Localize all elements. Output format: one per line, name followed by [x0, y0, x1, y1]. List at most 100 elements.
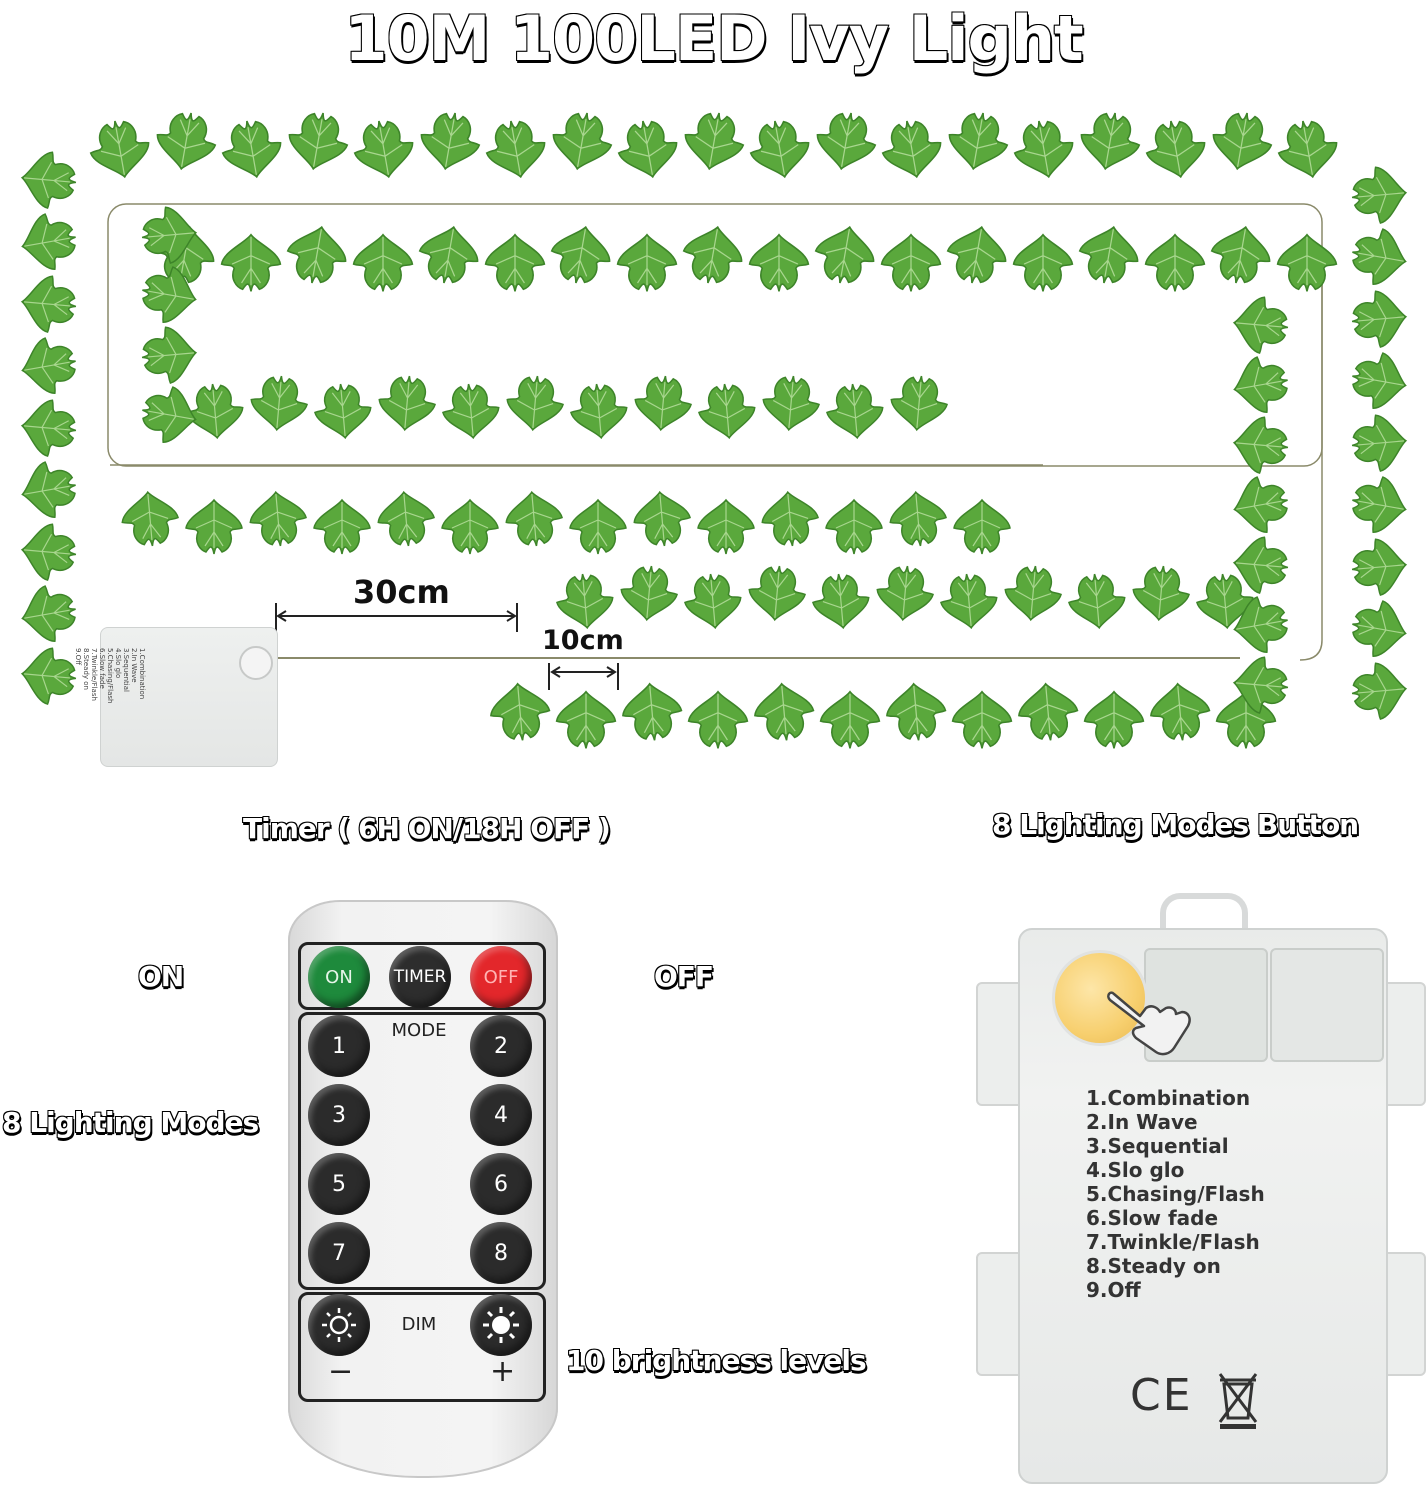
mode-item: 5.Chasing/Flash: [1086, 1182, 1265, 1206]
battery-box: 1.Combination 2.In Wave 3.Sequential 4.S…: [1018, 928, 1388, 1484]
dim-panel: [298, 1292, 546, 1402]
ivy-leaf: [1228, 351, 1294, 418]
ivy-leaf: [618, 562, 681, 624]
battery-box-compartment: [1270, 948, 1384, 1062]
mode-button[interactable]: [1052, 950, 1148, 1046]
weee-bin-icon: [1218, 1373, 1258, 1429]
ivy-leaf: [943, 107, 1013, 175]
mode-item: 7.Twinkle/Flash: [1086, 1230, 1260, 1254]
ivy-leaf: [119, 488, 182, 550]
mode-6-button[interactable]: 6: [470, 1153, 532, 1215]
ivy-leaf: [679, 107, 749, 175]
ivy-leaf: [759, 488, 822, 550]
ivy-leaf: [748, 233, 810, 293]
ivy-leaf: [1276, 233, 1338, 293]
ivy-leaf: [1206, 221, 1276, 289]
battery-box-clip-right-top: [1382, 982, 1426, 1106]
remote-control: ON TIMER OFF MODE 1 2 3 4 5 6 7 8 DIM − …: [288, 900, 558, 1478]
ivy-leaf: [1228, 471, 1294, 538]
timer-button[interactable]: TIMER: [389, 946, 451, 1008]
ivy-leaf: [283, 107, 353, 175]
ivy-leaf: [823, 380, 886, 442]
ivy-leaf: [547, 107, 617, 175]
ivy-leaf: [678, 221, 748, 289]
ivy-leaf: [1147, 680, 1213, 744]
ivy-leaf: [874, 562, 937, 624]
sun-dim-icon: [322, 1308, 356, 1342]
mode-item: 6.Slow fade: [1086, 1206, 1219, 1230]
ivy-leaf: [16, 332, 82, 399]
off-button[interactable]: OFF: [470, 946, 532, 1008]
ivy-leaf: [553, 570, 616, 632]
battery-box-clip-right-bottom: [1382, 1252, 1426, 1376]
ivy-leaf: [555, 690, 617, 750]
ivy-leaf: [687, 690, 749, 750]
mode-3-button[interactable]: 3: [308, 1084, 370, 1146]
mode-4-button[interactable]: 4: [470, 1084, 532, 1146]
ivy-leaf: [819, 690, 881, 750]
mode-item: 1.Combination: [1086, 1086, 1251, 1110]
ivy-leaf: [1348, 412, 1410, 475]
ivy-leaf: [1346, 347, 1412, 414]
ivy-leaf: [613, 115, 683, 183]
ivy-leaf: [183, 380, 246, 442]
minus-sign: −: [328, 1354, 354, 1389]
mode-5-button[interactable]: 5: [308, 1153, 370, 1215]
ivy-leaf: [880, 233, 942, 293]
mode-item: 2.In Wave: [1086, 1110, 1198, 1134]
ivy-leaf: [697, 499, 755, 555]
ivy-leaf: [16, 208, 82, 275]
ivy-leaf: [751, 680, 817, 744]
ivy-leaf: [951, 690, 1013, 750]
ivy-leaf: [414, 221, 484, 289]
ivy-leaf: [953, 499, 1011, 555]
ivy-leaf: [1015, 680, 1081, 744]
ivy-leaf: [631, 488, 694, 550]
ivy-leaf: [877, 115, 947, 183]
mode-2-button[interactable]: 2: [470, 1015, 532, 1077]
mode-7-button[interactable]: 7: [308, 1222, 370, 1284]
ivy-leaf: [1348, 660, 1410, 723]
ivy-leaf: [1012, 233, 1074, 293]
timer-callout: Timer ( 6H ON/18H OFF ): [242, 811, 612, 846]
mode-1-button[interactable]: 1: [308, 1015, 370, 1077]
leaf-spacing-label: 10cm: [542, 625, 624, 656]
ivy-leaf: [1083, 690, 1145, 750]
ivy-leaf: [883, 680, 949, 744]
power-panel: [298, 942, 546, 1010]
mode-panel: [298, 1012, 546, 1290]
mode-item: 4.Slo glo: [1086, 1158, 1185, 1182]
ivy-leaf: [1348, 288, 1410, 351]
ivy-leaf: [439, 380, 502, 442]
ivy-leaf: [375, 488, 438, 550]
ivy-leaf: [18, 397, 80, 460]
ivy-leaf: [1002, 562, 1065, 624]
ivy-leaf: [415, 107, 485, 175]
ivy-leaf: [16, 456, 82, 523]
box-button-callout: 8 Lighting Modes Button: [991, 807, 1360, 842]
ivy-leaf: [349, 115, 419, 183]
ivy-leaf: [632, 372, 695, 434]
ivy-leaf: [481, 115, 551, 183]
ivy-leaf: [810, 221, 880, 289]
ivy-leaf: [1346, 223, 1412, 290]
ivy-leaf: [248, 372, 311, 434]
ivy-leaf: [825, 499, 883, 555]
ivy-leaf: [695, 380, 758, 442]
ivy-leaf: [937, 570, 1000, 632]
ivy-leaf: [220, 233, 282, 293]
ivy-leaf: [1230, 294, 1292, 357]
on-button[interactable]: ON: [308, 946, 370, 1008]
ivy-leaf: [18, 273, 80, 336]
ivy-leaf: [1346, 595, 1412, 662]
ivy-leaf: [1075, 107, 1145, 175]
dim-label: DIM: [401, 1314, 437, 1335]
lead-length-label: 30cm: [353, 573, 450, 611]
mode-8-button[interactable]: 8: [470, 1222, 532, 1284]
dim-minus-button[interactable]: [308, 1294, 370, 1356]
ivy-leaf: [1144, 233, 1206, 293]
ivy-leaf: [616, 233, 678, 293]
ivy-leaf: [942, 221, 1012, 289]
dim-plus-button[interactable]: [470, 1294, 532, 1356]
sun-bright-icon: [483, 1307, 519, 1343]
